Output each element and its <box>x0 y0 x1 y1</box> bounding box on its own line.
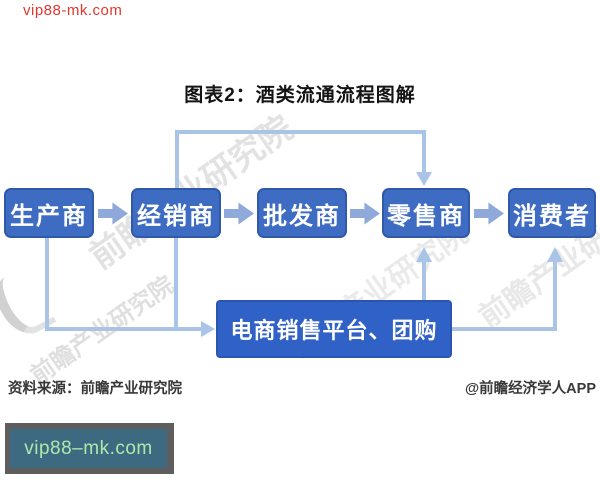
connector-dealer-down-line <box>174 238 178 331</box>
watermark-top-text: vip88-mk.com <box>23 2 123 19</box>
right-arrow-icon <box>350 202 380 225</box>
node-retailer: 零售商 <box>382 188 470 238</box>
arrowhead-up-into-consumer <box>547 247 563 262</box>
connector-producer-down-line <box>45 238 49 331</box>
watermark-bottom-box: vip88–mk.com <box>5 423 174 474</box>
node-wholesaler: 批发商 <box>257 188 347 238</box>
node-producer: 生产商 <box>4 188 94 238</box>
connector-dealer-up-line <box>175 130 179 188</box>
right-arrow-icon <box>224 202 254 225</box>
connector-top-horizontal-line <box>175 130 426 134</box>
right-arrow-icon <box>474 202 504 225</box>
arrowhead-up-into-retailer <box>416 247 432 262</box>
page-title: 图表2：酒类流通流程图解 <box>184 85 416 106</box>
arrowhead-down-into-retailer <box>416 172 432 186</box>
watermark-bottom-text: vip88–mk.com <box>10 429 167 468</box>
connector-ecommerce-to-consumer-line <box>553 262 557 331</box>
credit-note: @前瞻经济学人APP <box>465 381 596 397</box>
node-dealer: 经销商 <box>131 188 221 238</box>
connector-ecommerce-to-retailer-line <box>422 262 426 300</box>
connector-bottom-left-horizontal-line <box>45 327 201 331</box>
connector-bottom-right-horizontal-line <box>452 327 555 331</box>
source-note: 资料来源：前瞻产业研究院 <box>8 381 182 397</box>
node-ecommerce-platform: 电商销售平台、团购 <box>216 300 452 358</box>
node-consumer: 消费者 <box>508 188 596 238</box>
arrowhead-right-into-ecommerce <box>201 321 215 337</box>
connector-retailer-down-line <box>422 130 426 172</box>
